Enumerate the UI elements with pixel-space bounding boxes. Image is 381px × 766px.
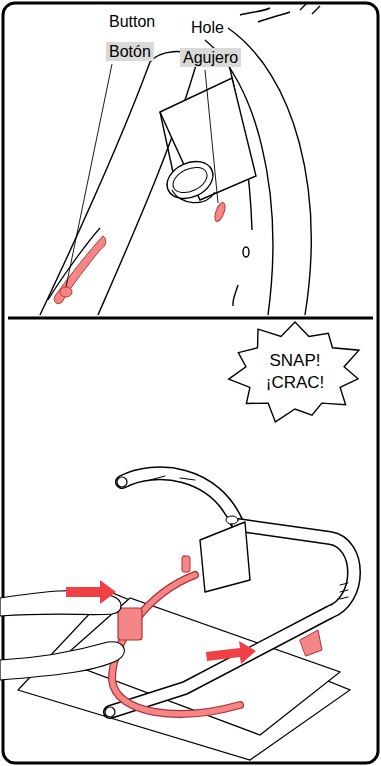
burst-callout: SNAP! ¡CRAC! (228, 322, 362, 422)
hole-mark (213, 201, 227, 223)
pink-tube (112, 556, 322, 714)
motion-arrow (66, 580, 256, 664)
leader-line (205, 70, 218, 203)
part-label: Botón (106, 42, 154, 61)
sound-effect-text: SNAP! ¡CRAC! (258, 350, 332, 394)
panel-divider (8, 317, 373, 320)
part-label: Agujero (180, 48, 241, 67)
leader-line (66, 64, 112, 287)
part-label: Button (106, 12, 158, 31)
frame-closeup (40, 2, 320, 315)
tube-button (48, 228, 106, 304)
paper-sheets (18, 592, 350, 760)
hands (0, 591, 124, 680)
part-label: Hole (188, 18, 227, 37)
starburst-shape (229, 322, 359, 422)
panel-border (3, 3, 378, 763)
starburst-outline (228, 322, 362, 422)
bumper-frame (105, 473, 354, 717)
